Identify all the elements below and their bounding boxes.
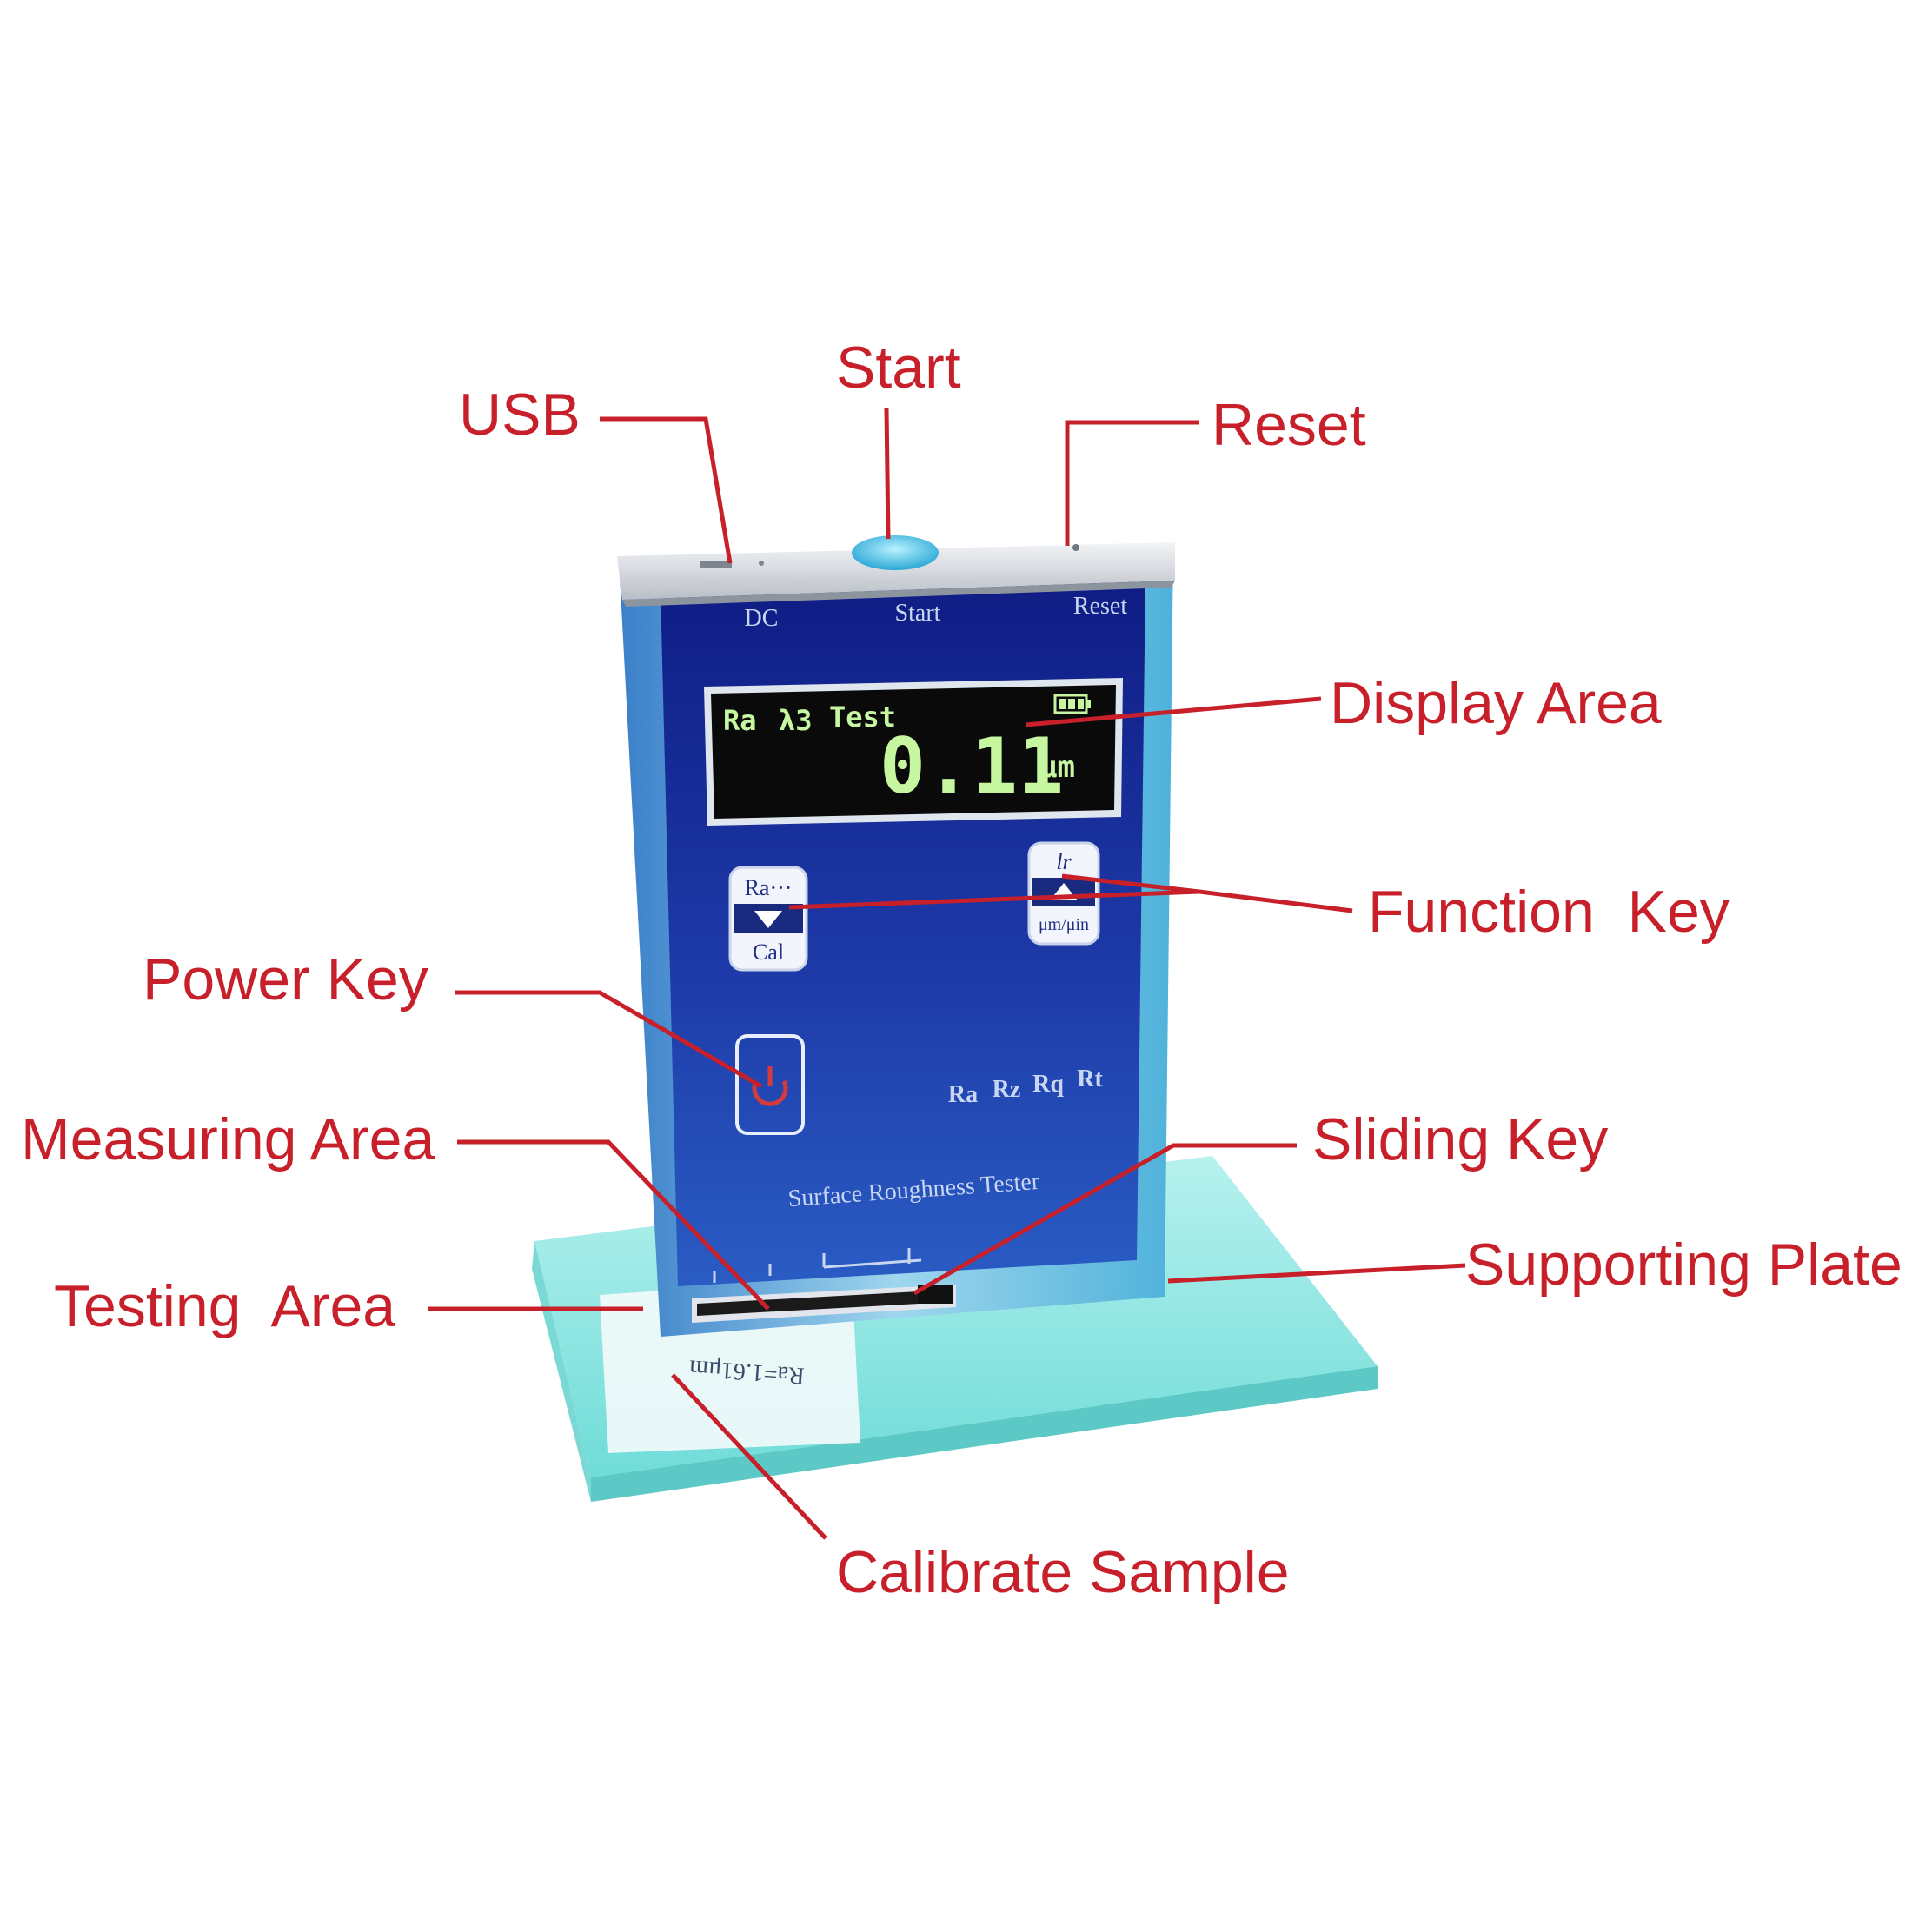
callout-sliding-key: Sliding Key xyxy=(1312,1106,1608,1172)
sliding-key[interactable] xyxy=(918,1285,953,1304)
scale-marks xyxy=(713,1248,922,1283)
reset-hole-icon[interactable] xyxy=(1072,544,1079,551)
right-key-bottom-label: μm/μin xyxy=(1039,915,1089,934)
callout-measuring-area: Measuring Area xyxy=(21,1106,435,1172)
top-cap xyxy=(617,542,1175,600)
right-key-top-label: lr xyxy=(1056,849,1072,874)
callout-power-key: Power Key xyxy=(143,946,428,1012)
param-label-3: Rq xyxy=(1032,1071,1064,1098)
measuring-slot xyxy=(692,1285,956,1323)
callout-reset: Reset xyxy=(1212,392,1366,458)
param-label-4: Rt xyxy=(1077,1066,1103,1092)
device-body: DC Start Reset Ra λ3 Test 0.11 μm R xyxy=(617,535,1175,1337)
dc-label: DC xyxy=(745,605,779,632)
lcd-mode: Test xyxy=(829,700,896,734)
power-key[interactable] xyxy=(735,1034,805,1135)
display-area: Ra λ3 Test 0.11 μm xyxy=(704,678,1123,826)
reset-panel-label: Reset xyxy=(1073,593,1127,620)
battery-icon xyxy=(1053,694,1091,714)
usb-port-icon[interactable] xyxy=(700,561,764,568)
left-key-bottom-label: Cal xyxy=(753,939,784,965)
callout-testing-area: Testing Area xyxy=(54,1273,395,1339)
down-arrow-icon xyxy=(754,911,782,928)
lcd-param: Ra xyxy=(723,704,757,737)
function-key-right[interactable]: lr μm/μin xyxy=(1027,841,1100,946)
lcd-unit: μm xyxy=(1039,750,1075,785)
lcd-value: 0.11 xyxy=(880,721,1064,811)
left-key-top-label: Ra··· xyxy=(745,875,793,900)
callout-display-area: Display Area xyxy=(1330,670,1662,736)
function-key-left[interactable]: Ra··· Cal xyxy=(728,866,808,972)
leader-lines xyxy=(428,408,1466,1540)
callout-supporting-plate: Supporting Plate xyxy=(1465,1232,1902,1298)
power-icon xyxy=(752,1066,788,1106)
param-label-1: Ra xyxy=(948,1081,978,1108)
callout-calibrate-sample: Calibrate Sample xyxy=(836,1539,1290,1605)
callout-start: Start xyxy=(836,335,961,401)
lcd-filter: λ3 xyxy=(779,704,813,737)
callout-function-key: Function Key xyxy=(1368,879,1730,945)
callout-usb: USB xyxy=(459,382,581,448)
start-panel-label: Start xyxy=(895,600,941,627)
start-button-icon[interactable] xyxy=(852,535,939,570)
param-label-2: Rz xyxy=(993,1076,1021,1103)
